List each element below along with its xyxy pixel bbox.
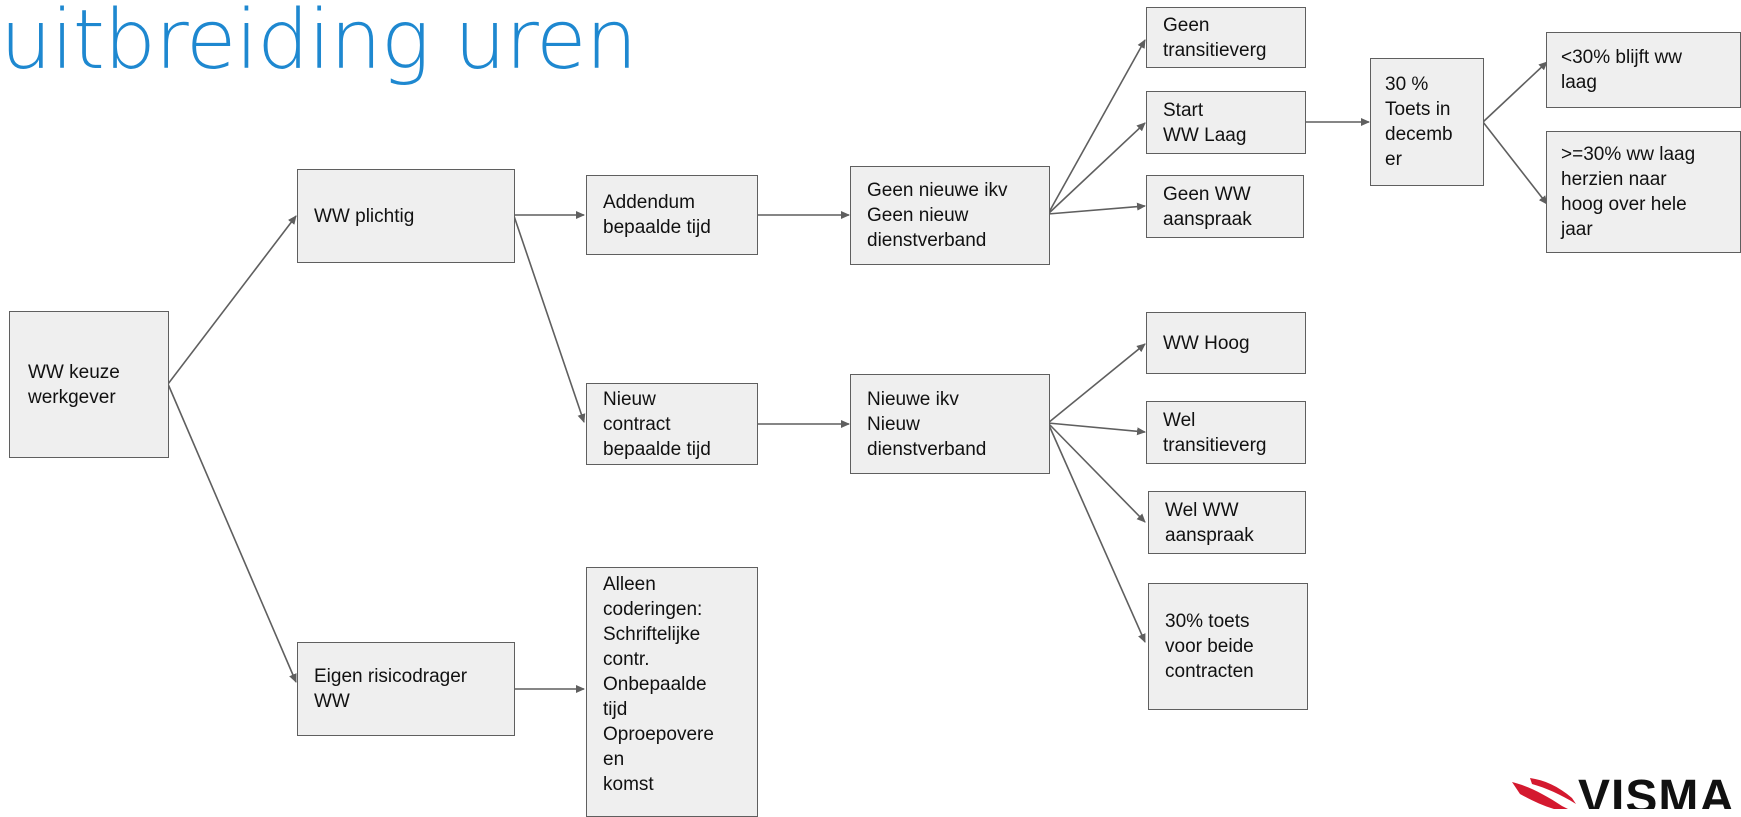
node-geen-nieuwe-ikv: Geen nieuwe ikv Geen nieuw dienstverband — [850, 166, 1050, 265]
node-start-ww-laag: Start WW Laag — [1146, 91, 1306, 154]
node-toets-beide-contracten: 30% toets voor beide contracten — [1148, 583, 1308, 710]
node-lt30-blijft-ww-laag: <30% blijft ww laag — [1546, 32, 1741, 108]
visma-wordmark: VISMA — [1578, 776, 1736, 809]
visma-logo: VISMA — [1510, 776, 1741, 809]
edge-geenikv-startww — [1047, 122, 1146, 215]
edge-geenikv-geentrans — [1047, 39, 1146, 215]
slide-title: uitbreiding uren — [0, 0, 637, 88]
edge-keuze-eigen — [167, 383, 297, 683]
edge-nieuweikv-weltrans — [1047, 422, 1146, 436]
node-nieuw-contract-bepaalde-tijd: Nieuw contract bepaalde tijd — [586, 383, 758, 465]
node-ww-hoog: WW Hoog — [1146, 312, 1306, 374]
node-wel-ww-aanspraak: Wel WW aanspraak — [1148, 491, 1306, 554]
edge-geenikv-geenww — [1047, 202, 1146, 215]
node-nieuwe-ikv: Nieuwe ikv Nieuw dienstverband — [850, 374, 1050, 474]
node-geen-ww-aanspraak: Geen WW aanspraak — [1146, 175, 1304, 238]
node-alleen-coderingen: Alleen coderingen: Schriftelijke contr. … — [586, 567, 758, 817]
edge-nieuweikv-welww — [1047, 422, 1146, 523]
node-ww-plichtig: WW plichtig — [297, 169, 515, 263]
node-geen-transitieverg: Geen transitieverg — [1146, 7, 1306, 68]
edge-keuze-plichtig — [167, 215, 297, 385]
edge-toets-ge30 — [1482, 121, 1548, 205]
node-addendum-bepaalde-tijd: Addendum bepaalde tijd — [586, 175, 758, 255]
node-eigen-risicodrager: Eigen risicodrager WW — [297, 642, 515, 736]
node-ww-keuze-werkgever: WW keuze werkgever — [9, 311, 169, 458]
node-toets-in-december: 30 % Toets in decemb er — [1370, 58, 1484, 186]
edge-nieuweikv-toetsbeide — [1047, 422, 1146, 643]
node-wel-transitieverg: Wel transitieverg — [1146, 401, 1306, 464]
edge-nieuweikv-wwhoog — [1047, 343, 1146, 424]
edge-toets-lt30 — [1482, 61, 1548, 123]
node-ge30-herzien-naar-hoog: >=30% ww laag herzien naar hoog over hel… — [1546, 131, 1741, 253]
edge-plichtig-nieuwcontract — [513, 215, 586, 423]
visma-mark-icon — [1512, 778, 1576, 809]
